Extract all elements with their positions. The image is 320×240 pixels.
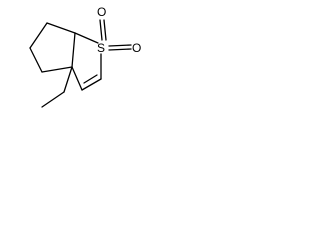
atom-label-sulfur: S xyxy=(97,41,105,55)
bond-c4-c5 xyxy=(29,47,43,73)
bond-s-o-top-b xyxy=(103,19,107,41)
atom-label-oxygen-top: O xyxy=(97,5,106,19)
bond-c6-c7-double xyxy=(83,74,98,84)
bond-c2-s xyxy=(74,32,99,44)
bond-s-o-top-a xyxy=(99,19,103,41)
bond-c3-ethyl-ch2 xyxy=(63,66,73,93)
bond-c1-c2 xyxy=(46,22,76,34)
bond-c7-c3 xyxy=(71,66,83,91)
atom-label-oxygen-right: O xyxy=(132,41,141,55)
bond-c2-c3 xyxy=(71,32,76,68)
bond-s-o-right-a xyxy=(108,44,132,47)
bond-c6-c7 xyxy=(81,78,102,91)
molecule-structure-canvas: S O O xyxy=(29,5,141,108)
bond-s-o-right-b xyxy=(108,48,132,51)
bond-c5-c1 xyxy=(29,22,48,49)
bond-ethyl-ch2-ch3 xyxy=(41,91,65,108)
bond-c3-c4 xyxy=(41,66,73,73)
